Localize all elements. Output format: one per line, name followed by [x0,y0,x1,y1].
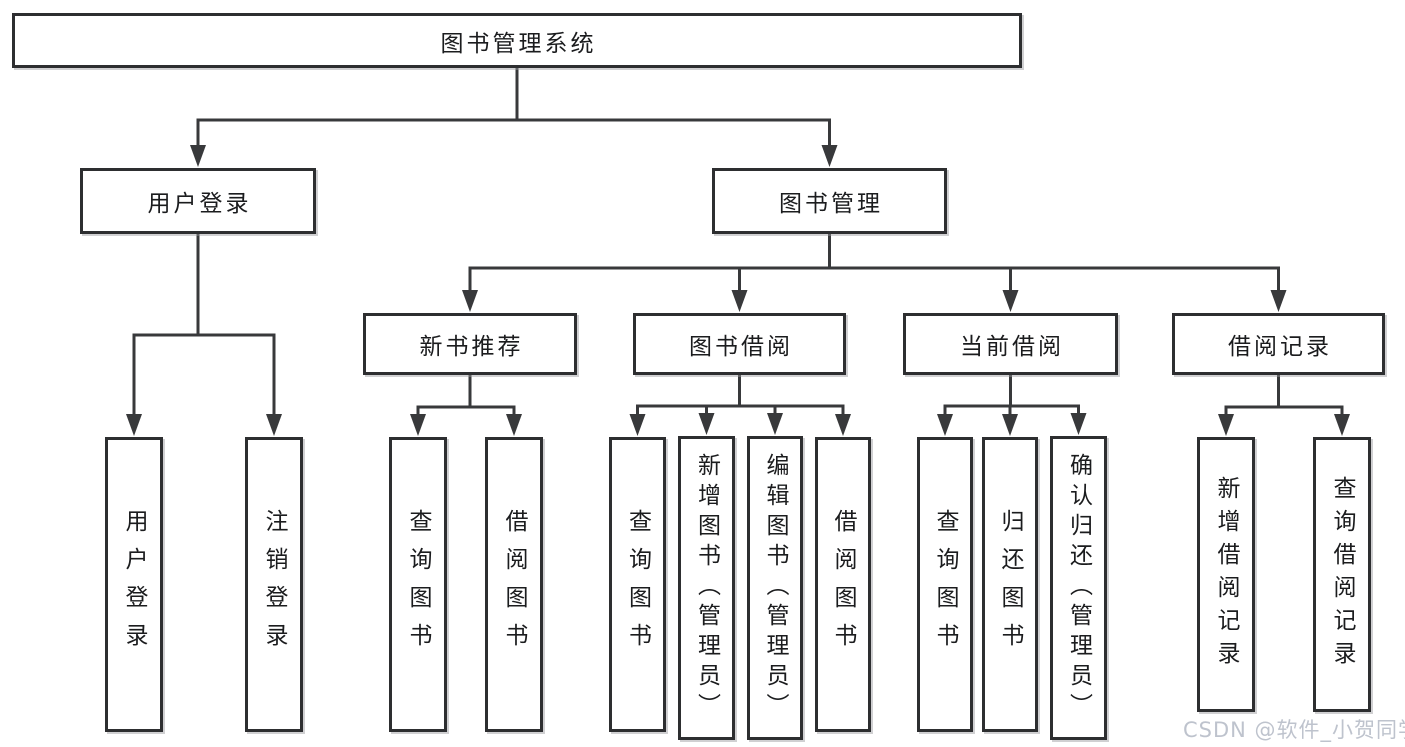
node-label-leaf-query-books-c: 查询图书 [932,508,958,661]
node-label-current-borrowing: 当前借阅 [960,334,1064,360]
node-label-leaf-user-login: 用户登录 [121,508,147,661]
node-leaf-add-borrow-record: 新增借阅记录 [1197,437,1255,712]
arrowhead-leaf-query-books-b [629,414,646,436]
arrowhead-current-borrowing [1002,290,1019,312]
node-leaf-query-borrow-record: 查询借阅记录 [1313,437,1371,712]
arrowhead-book-borrowing [731,290,748,312]
arrowhead-leaf-query-books-c [937,414,953,436]
node-current-borrowing: 当前借阅 [903,313,1118,375]
node-label-book-management: 图书管理 [779,191,883,217]
node-label-leaf-borrow-books-a: 借阅图书 [501,508,527,661]
node-book-borrowing: 图书借阅 [633,313,846,375]
node-book-management: 图书管理 [712,168,947,234]
node-label-leaf-query-borrow-record: 查询借阅记录 [1329,475,1355,674]
arrowhead-leaf-borrow-books-a [506,414,522,436]
node-new-book-recommend: 新书推荐 [363,313,577,375]
arrowhead-leaf-edit-books-admin [767,413,783,435]
arrowhead-leaf-add-borrow-record [1218,414,1234,436]
node-leaf-logout-login: 注销登录 [245,437,303,732]
arrowhead-user-login [190,145,206,167]
arrowhead-leaf-user-login [126,414,142,436]
arrowhead-leaf-confirm-return [1070,413,1087,435]
connector-root [190,66,838,167]
node-label-book-borrowing: 图书借阅 [689,334,793,360]
node-leaf-edit-books-admin: 编辑图书（管理员） [747,436,803,740]
node-label-leaf-query-books-a: 查询图书 [405,508,431,661]
node-label-leaf-borrow-books-b: 借阅图书 [830,508,856,661]
arrowhead-leaf-query-books-a [410,414,426,436]
node-leaf-user-login: 用户登录 [105,437,163,732]
node-leaf-return-books: 归还图书 [982,437,1038,732]
node-label-leaf-query-books-b: 查询图书 [624,508,651,661]
node-borrowing-records: 借阅记录 [1172,313,1385,375]
arrowhead-book-management [821,145,838,167]
arrowhead-leaf-borrow-books-b [835,414,851,436]
node-label-leaf-confirm-return: 确认归还（管理员） [1065,453,1092,723]
node-root: 图书管理系统 [12,13,1022,68]
node-leaf-borrow-books-a: 借阅图书 [485,437,543,732]
connector-current-borrowing [937,373,1087,436]
node-label-leaf-edit-books-admin: 编辑图书（管理员） [762,453,788,723]
arrowhead-leaf-logout-login [266,414,282,436]
connector-book-borrowing [629,373,851,436]
watermark: CSDN @软件_小贺同学 [1183,718,1405,742]
node-label-root: 图书管理系统 [440,30,597,57]
node-leaf-confirm-return: 确认归还（管理员） [1050,436,1107,740]
node-leaf-query-books-a: 查询图书 [389,437,447,732]
node-leaf-query-books-b: 查询图书 [609,437,666,732]
node-label-leaf-add-borrow-record: 新增借阅记录 [1213,475,1239,674]
node-leaf-query-books-c: 查询图书 [917,437,973,732]
connector-book-management [462,232,1287,312]
node-label-leaf-return-books: 归还图书 [997,508,1023,661]
node-leaf-add-books-admin: 新增图书（管理员） [678,436,735,740]
connector-user-login [126,232,282,436]
node-label-user-login: 用户登录 [147,191,252,217]
node-label-leaf-add-books-admin: 新增图书（管理员） [693,453,720,723]
arrowhead-leaf-add-books-admin [698,413,715,435]
arrowhead-new-book-recommend [462,290,478,312]
arrowhead-borrowing-records [1270,290,1287,312]
node-user-login: 用户登录 [80,168,316,234]
node-label-borrowing-records: 借阅记录 [1228,334,1332,360]
node-label-new-book-recommend: 新书推荐 [419,334,524,360]
node-label-leaf-logout-login: 注销登录 [261,508,287,661]
arrowhead-leaf-return-books [1002,414,1018,436]
node-leaf-borrow-books-b: 借阅图书 [815,437,871,732]
connector-borrowing-records [1218,373,1350,436]
arrowhead-leaf-query-borrow-record [1334,414,1350,436]
connector-new-book-recommend [410,373,522,436]
